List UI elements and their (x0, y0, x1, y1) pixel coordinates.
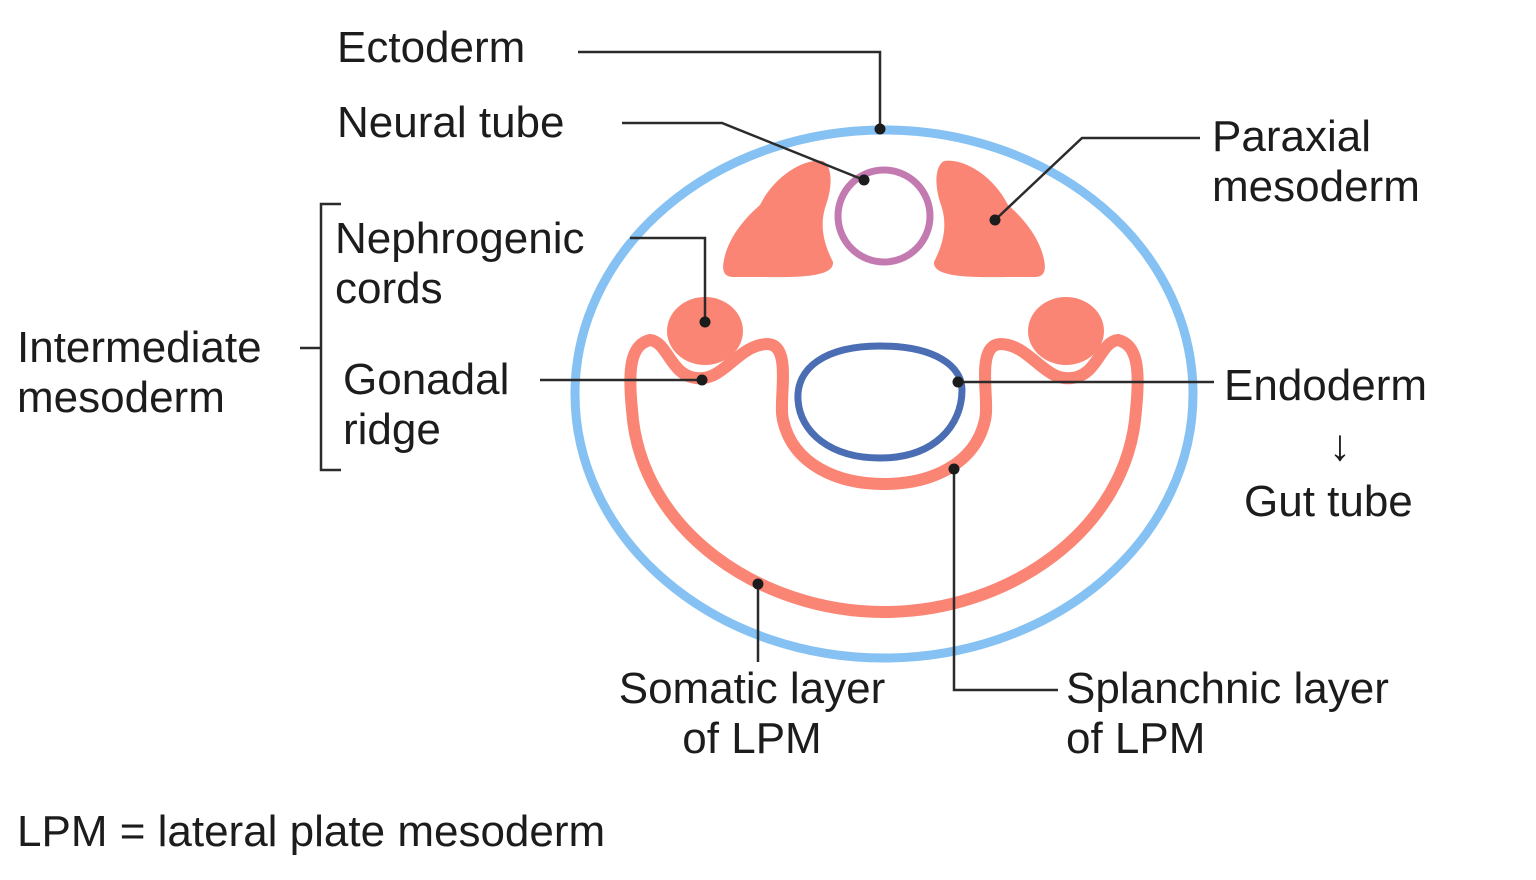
ectoderm-label: Ectoderm (337, 23, 525, 72)
nephrogenic-dot (699, 316, 711, 328)
nephrogenic-cord-right (1028, 297, 1104, 365)
neural-tube (834, 166, 934, 266)
endoderm-ring (794, 342, 966, 462)
lateral-plate-mesoderm (624, 334, 1144, 618)
paraxial-mesoderm-left (723, 160, 834, 278)
paraxial-mesoderm-right (933, 160, 1045, 278)
somatic-label-line2: of LPM (682, 714, 821, 763)
gut-tube-label: Gut tube (1244, 477, 1413, 526)
somatic-label-line1: Somatic layer (619, 664, 886, 713)
gonadal-label-line2: ridge (343, 405, 441, 454)
nephrogenic-cord-left (667, 297, 743, 365)
splanchnic-dot (948, 463, 960, 475)
somatic-dot (752, 578, 764, 590)
footnote: LPM = lateral plate mesoderm (17, 807, 605, 856)
endoderm-dot (952, 376, 964, 388)
intermediate-bracket (319, 202, 341, 472)
arrow-down-icon: ↓ (1329, 421, 1351, 470)
nephrogenic-label-line1: Nephrogenic (335, 214, 585, 263)
nephrogenic-leader (630, 236, 707, 322)
paraxial-dot (989, 214, 1001, 226)
ectoderm-dot (874, 123, 886, 135)
neural-tube-dot (858, 174, 870, 186)
splanchnic-label-line1: Splanchnic layer (1066, 664, 1389, 713)
paraxial-label-line1: Paraxial (1212, 112, 1371, 161)
neural-tube-leader (622, 121, 865, 182)
splanchnic-leader (952, 469, 1058, 692)
nephrogenic-label-line2: cords (335, 264, 443, 313)
ectoderm-leader (578, 50, 882, 129)
splanchnic-label-line2: of LPM (1066, 714, 1205, 763)
gonadal-label-line1: Gonadal (343, 355, 509, 404)
gonadal-dot (696, 374, 708, 386)
paraxial-label-line2: mesoderm (1212, 162, 1420, 211)
endoderm-label: Endoderm (1224, 361, 1427, 410)
intermediate-label-line2: mesoderm (17, 373, 225, 422)
paraxial-leader (994, 136, 1200, 221)
intermediate-label-line1: Intermediate (17, 323, 262, 372)
neural-tube-label: Neural tube (337, 98, 564, 147)
ectoderm-ring (570, 125, 1198, 663)
